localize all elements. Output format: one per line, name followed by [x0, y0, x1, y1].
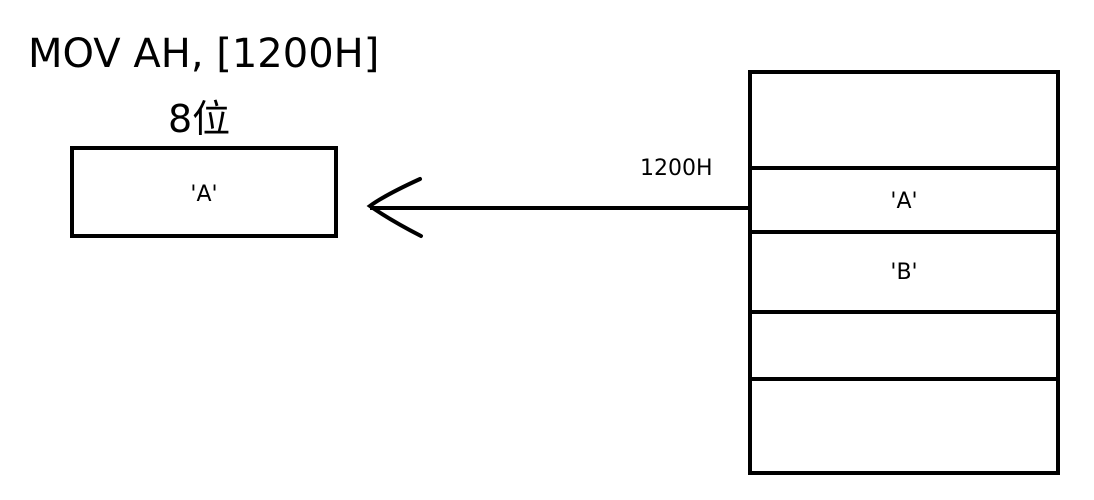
memory-divider [752, 377, 1056, 381]
memory-divider [752, 310, 1056, 314]
memory-cell: 'A' [890, 188, 918, 214]
register-box [70, 146, 338, 238]
memory-divider [752, 230, 1056, 234]
memory-address-label: 1200H [640, 156, 713, 181]
instruction-text: MOV AH, [1200H] [28, 31, 380, 77]
memory-cell [752, 314, 1056, 378]
memory-divider [752, 166, 1056, 170]
register-width-label: 8位 [168, 97, 231, 141]
memory-block: 'A' 'B' [748, 70, 1060, 475]
memory-cell: 'B' [890, 259, 918, 285]
arrow-head [366, 177, 423, 238]
memory-cell [752, 74, 1056, 168]
memory-cell [752, 381, 1056, 471]
register-value: 'A' [190, 182, 218, 207]
